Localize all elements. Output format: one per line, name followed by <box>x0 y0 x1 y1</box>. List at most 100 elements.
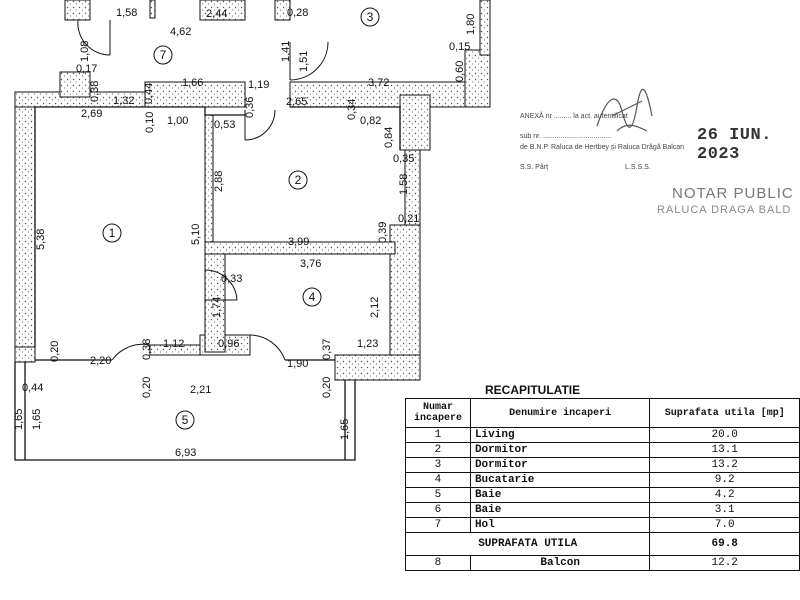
dim-label: 5,38 <box>35 229 47 250</box>
table-row: 2 Dormitor 13.1 <box>405 442 800 458</box>
dim-label: 0,33 <box>221 273 242 285</box>
dim-label: 0,60 <box>454 61 466 82</box>
table-row: 6 Baie 3.1 <box>405 502 800 518</box>
room-number-5: 5 <box>182 413 189 427</box>
row-name: Balcon <box>469 555 651 571</box>
row-name: Living <box>469 427 651 443</box>
room-number-1: 1 <box>109 226 116 240</box>
row-name: Baie <box>469 487 651 503</box>
dim-label: 0,53 <box>214 119 235 131</box>
room-number-7: 7 <box>160 48 167 62</box>
dim-label: 0,82 <box>360 115 381 127</box>
dim-label: 1,41 <box>280 41 292 62</box>
wall-top-left-stub <box>64 0 91 21</box>
dim-label: 3,76 <box>300 258 321 270</box>
wall-inner-upper <box>204 114 214 251</box>
dim-label: 0,20 <box>321 377 333 398</box>
dim-label: 2,88 <box>213 171 225 192</box>
dim-label: 5,10 <box>190 224 202 245</box>
row-area: 13.2 <box>649 457 800 473</box>
dim-label: 0,17 <box>76 63 97 75</box>
row-name: Dormitor <box>469 457 651 473</box>
row-number: 7 <box>405 517 471 533</box>
room-outlines <box>14 106 401 461</box>
stamp-line-ss: S.S. Pârț <box>520 164 549 171</box>
wall-top-middle <box>199 0 246 21</box>
row-number: 8 <box>405 555 471 571</box>
dim-label: 2,20 <box>90 355 111 367</box>
dim-label: 2,69 <box>81 108 102 120</box>
dim-label: 1,32 <box>113 95 134 107</box>
row-name: Baie <box>469 502 651 518</box>
header-number: Numar incapere <box>405 398 471 428</box>
room-markers <box>102 7 380 430</box>
wall-hol-corner <box>59 71 91 98</box>
dim-label: 0,39 <box>377 222 389 243</box>
dim-label: 2,21 <box>190 384 211 396</box>
dim-label: 2,44 <box>206 8 227 20</box>
dim-label: 1,19 <box>248 79 269 91</box>
row-name: Dormitor <box>469 442 651 458</box>
dim-label: 1,51 <box>298 51 310 72</box>
dim-label: 1,65 <box>31 409 43 430</box>
dim-label: 1,00 <box>167 115 188 127</box>
row-number: 1 <box>405 427 471 443</box>
row-area: 4.2 <box>649 487 800 503</box>
dim-label: 0,28 <box>287 7 308 19</box>
wall-inner-horizontal <box>204 241 396 255</box>
row-name: Hol <box>469 517 651 533</box>
dim-label: 0,84 <box>383 127 395 148</box>
dim-label: 2,65 <box>286 96 307 108</box>
wall-bottom-door <box>149 344 201 356</box>
wall-top-right-stub <box>274 0 291 21</box>
room-number-2: 2 <box>295 173 302 187</box>
dim-label: 1,90 <box>287 358 308 370</box>
dim-label: 0,96 <box>218 338 239 350</box>
dim-label: 0,38 <box>141 339 153 360</box>
wall-right-top <box>479 0 491 56</box>
dim-label: 0,34 <box>346 99 358 120</box>
dim-label: 0,37 <box>321 339 333 360</box>
row-area: 12.2 <box>649 555 800 571</box>
stamp-notar-name: RALUCA DRAGA BALD <box>657 204 792 216</box>
total-row: SUPRAFATA UTILA 69.8 <box>404 532 800 556</box>
dim-label: 1,23 <box>357 338 378 350</box>
wall-bottom-right <box>334 354 421 381</box>
stamp-line-annex: ANEXĂ nr ......... la act. autentificat <box>520 113 628 120</box>
wall-top-right <box>289 81 491 108</box>
dim-label: 0,20 <box>141 377 153 398</box>
wall-right-upper <box>464 49 491 108</box>
table-row-balcon: 8 Balcon 12.2 <box>405 555 800 571</box>
dim-label: 4,62 <box>170 26 191 38</box>
stamp-line-number: sub nr. ................................… <box>520 133 612 140</box>
header-name: Denumire incaperi <box>469 398 651 428</box>
dim-label: 0,10 <box>144 112 156 133</box>
row-number: 6 <box>405 502 471 518</box>
dim-label: 1,12 <box>163 338 184 350</box>
dim-label: 1,65 <box>339 419 351 440</box>
door-arcs <box>77 19 329 361</box>
table-row: 1 Living 20.0 <box>405 427 800 443</box>
dim-label: 0,38 <box>89 81 101 102</box>
wall-right-bucatarie <box>389 224 421 381</box>
dim-label: 3,72 <box>368 77 389 89</box>
walls <box>14 0 491 381</box>
row-area: 13.1 <box>649 442 800 458</box>
table-row: 5 Baie 4.2 <box>405 487 800 503</box>
table-row: 4 Bucatarie 9.2 <box>405 472 800 488</box>
stamp-date: 26 IUN. 2023 <box>697 126 772 164</box>
row-name: Bucatarie <box>469 472 651 488</box>
room-number-3: 3 <box>367 10 374 24</box>
row-area: 9.2 <box>649 472 800 488</box>
dim-label: 3,99 <box>288 236 309 248</box>
total-label: SUPRAFATA UTILA <box>404 532 651 556</box>
dim-label: 1,58 <box>116 7 137 19</box>
dim-label: 0,21 <box>398 213 419 225</box>
signature-icon <box>596 88 653 132</box>
dim-label: 0,20 <box>49 341 61 362</box>
dim-label: 2,12 <box>369 297 381 318</box>
total-value: 69.8 <box>649 532 800 556</box>
dim-label: 0,15 <box>449 41 470 53</box>
dim-label: 1,08 <box>79 41 91 62</box>
